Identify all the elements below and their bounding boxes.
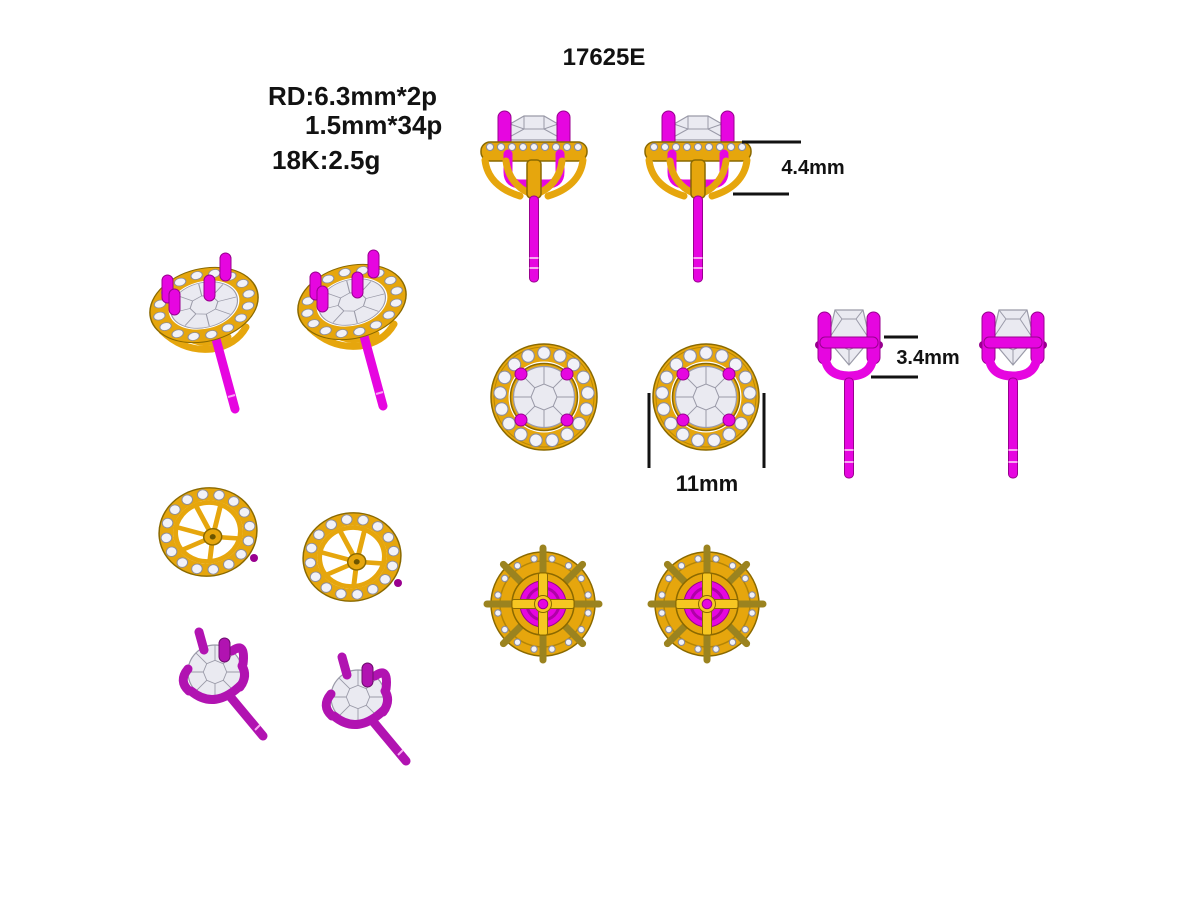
prong-stud-perspective-left [183, 632, 263, 736]
halo-top-view-left [491, 344, 597, 450]
design-number: 17625E [563, 44, 646, 71]
halo-jacket-left [153, 482, 262, 583]
prong-stud-side-view-right [979, 310, 1047, 478]
halo-back-view-right [651, 548, 763, 660]
halo-stud-side-view-right [645, 111, 751, 282]
dimension-head-height: 4.4mm [733, 140, 845, 196]
dim-label-basket-height: 3.4mm [896, 347, 959, 369]
prong-stud-perspective-right [326, 657, 406, 761]
dim-label-head-height: 4.4mm [781, 157, 844, 179]
halo-back-view-left [487, 548, 599, 660]
spec-main-stones: RD:6.3mm*2p [268, 81, 437, 111]
spec-metal-weight: 18K:2.5g [272, 145, 380, 175]
halo-stud-side-view-left [481, 111, 587, 282]
dim-label-halo-diameter: 11mm [676, 471, 738, 496]
halo-top-view-right [653, 344, 759, 450]
halo-stud-perspective-right [290, 250, 414, 406]
spec-block: RD:6.3mm*2p 1.5mm*34p 18K:2.5g [268, 81, 442, 175]
dimension-basket-height: 3.4mm [871, 335, 960, 379]
dimension-halo-diameter: 11mm [647, 393, 766, 496]
prong-stud-side-view-left [815, 310, 883, 478]
spec-melee-stones: 1.5mm*34p [305, 110, 442, 140]
halo-jacket-right [297, 507, 406, 608]
halo-stud-perspective-left [142, 253, 266, 409]
